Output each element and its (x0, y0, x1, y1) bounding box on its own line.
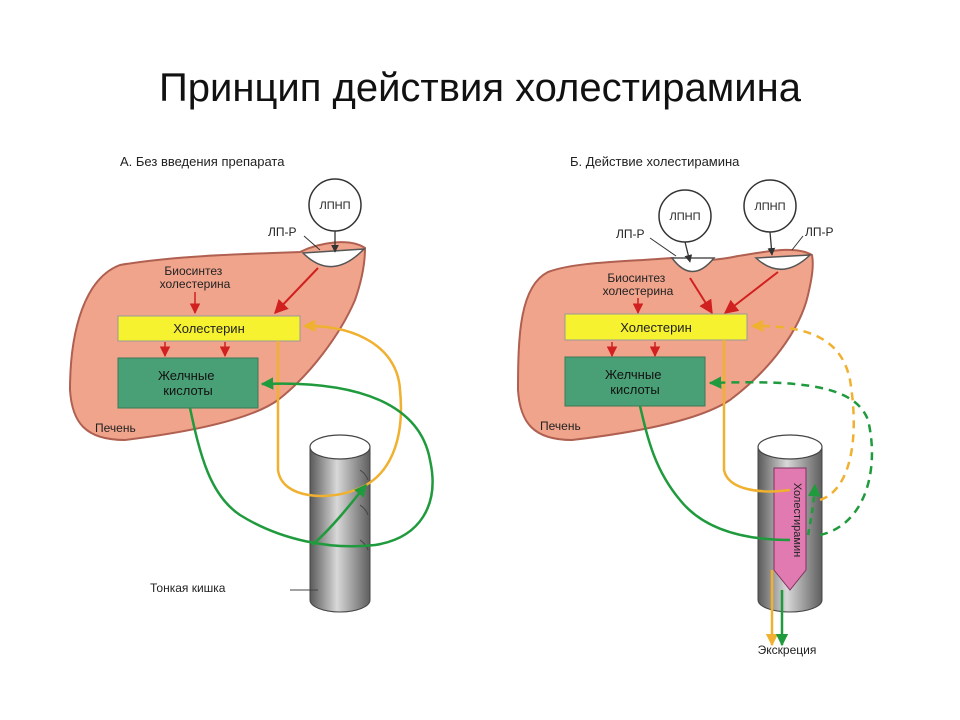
panel-a-intestine-folds (359, 469, 369, 551)
panel-b-receptor-label-right: ЛП-Р (805, 225, 834, 239)
panel-b-bile-acids-return-dashed (708, 376, 874, 537)
panel-b-ldl-binding-arrow-right (767, 231, 776, 256)
panel-b-bile-acids-box (564, 356, 706, 407)
panel-a-cholesterol-box (117, 315, 301, 342)
panel-a-ldl-label: ЛПНП (320, 200, 351, 212)
panel-b-receptor-uptake-arrow-left (689, 277, 713, 315)
panel-a: А. Без введения препарата ЛПНП ЛП-Р Биос… (68, 154, 434, 613)
panel-b-receptor-pocket-right (754, 254, 812, 271)
panel-a-receptor-pocket (301, 248, 366, 268)
panel-b-heading: Б. Действие холестирамина (570, 154, 740, 169)
panel-a-receptor-uptake-arrow (274, 267, 319, 315)
panel-b-cholesterol-box (564, 313, 748, 341)
panel-b-bile-acids-flow (638, 405, 791, 542)
panel-a-cholesterol-flow (276, 319, 403, 498)
panel-a-bile-acids-box (117, 357, 259, 409)
panel-b-receptor-pocket-left (670, 257, 716, 273)
panel-a-intestine (309, 446, 371, 613)
panel-b-receptor-pointer-right (791, 235, 804, 251)
panel-a-cholesterol-label: Холестерин (173, 321, 245, 336)
panel-b-bile-acids-reabsorption-dashed (806, 483, 821, 536)
panel-b-bile-acids-label: Желчные кислоты (605, 367, 665, 397)
panel-b-receptor-uptake-arrow-right (723, 271, 779, 314)
panel-b-drug-band (773, 467, 807, 591)
panel-b-receptor-label-left: ЛП-Р (616, 227, 645, 241)
panel-b-liver-label: Печень (540, 419, 581, 433)
panel-b-ldl-label-right: ЛПНП (755, 201, 786, 213)
panel-a-bile-acids-flow (188, 377, 434, 548)
panel-b-cholesterol-flow-down (722, 340, 791, 493)
panel-a-intestine-top (309, 434, 371, 460)
panel-b-intestine-top (757, 434, 823, 460)
panel-a-receptor-label: ЛП-Р (268, 225, 297, 239)
panel-a-intestine-label: Тонкая кишка (150, 581, 226, 595)
panel-b: Б. Действие холестирамина ЛПНП ЛПНП ЛП-Р… (516, 154, 874, 657)
panel-a-receptor-pointer (303, 235, 321, 251)
panel-b-biosynthesis-label: Биосинтез холестерина (603, 271, 674, 298)
panel-a-biosynthesis-label: Биосинтез холестерина (160, 264, 231, 291)
panel-b-excretion-label: Экскреция (758, 643, 817, 657)
panel-b-ldl-binding-arrow-left (684, 241, 693, 263)
panel-b-cholesterol-label: Холестерин (620, 320, 692, 335)
panel-b-cholesterol-return-dashed (750, 319, 855, 502)
slide-title: Принцип действия холестирамина (159, 66, 801, 110)
panel-b-ldl-label-left: ЛПНП (670, 211, 701, 223)
panel-b-drug-label: Холестирамин (791, 483, 803, 557)
panel-a-bile-acids-label: Желчные кислоты (158, 368, 218, 398)
panel-b-receptor-pointer-left (649, 237, 677, 257)
panel-a-liver-label: Печень (95, 421, 136, 435)
panel-a-heading: А. Без введения препарата (120, 154, 285, 169)
panel-a-bile-acids-reabsorption (311, 484, 367, 546)
